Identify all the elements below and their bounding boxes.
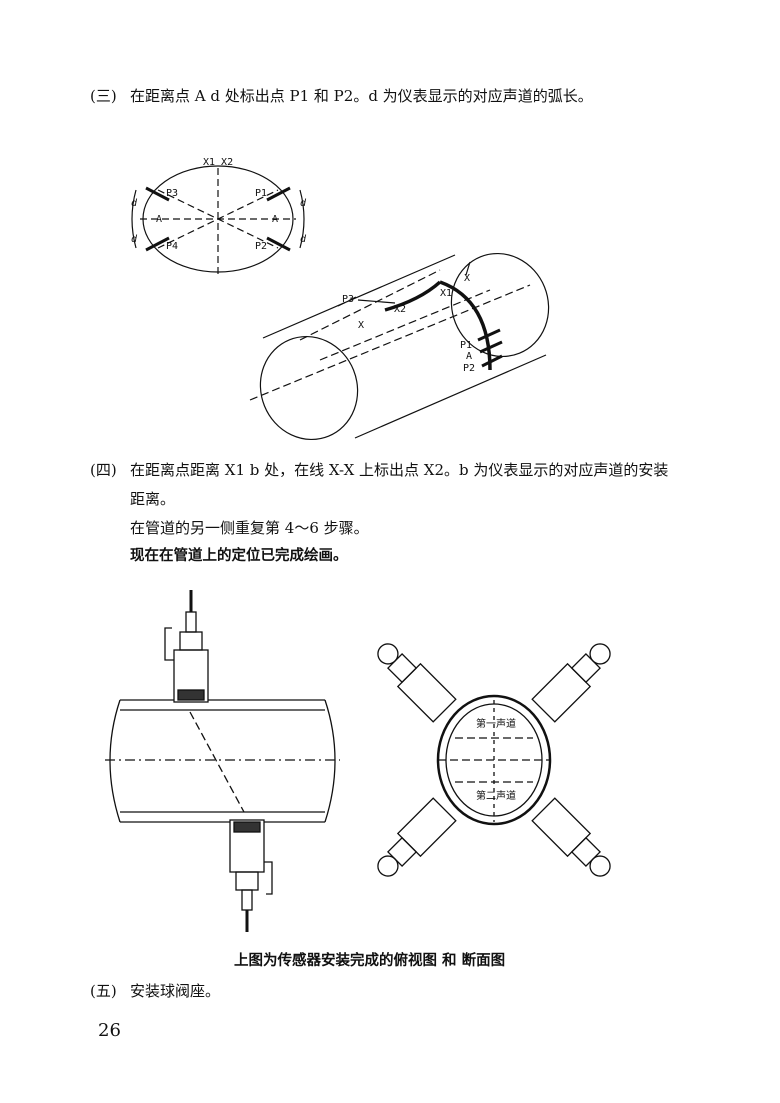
figure-caption: 上图为传感器安装完成的俯视图 和 断面图 (234, 953, 506, 969)
label-channel-1: 第一声道 (476, 717, 516, 730)
ellipse-diagram (131, 165, 305, 275)
label-x: X (464, 273, 470, 284)
label-a: A (466, 351, 472, 362)
step-4-line-4: 现在在管道上的定位已完成绘画。 (130, 548, 348, 564)
label-d: d (131, 198, 138, 209)
label-x2: X2 (394, 304, 406, 315)
step-number: (五) (90, 982, 117, 1000)
label-d: d (300, 198, 307, 209)
page-number: 26 (98, 1020, 121, 1041)
label-x: X (358, 320, 364, 331)
pipe-top-view (105, 590, 340, 932)
ellipse-labels: X1 X2 P3 P1 P4 P2 A A d d d d (131, 157, 307, 252)
step-5: (五) 安装球阀座。 (90, 981, 220, 1001)
label-channel-2: 第二声道 (476, 789, 516, 802)
step-4-line-1: (四) 在距离点距离 X1 b 处，在线 X-X 上标出点 X2。b 为仪表显示的… (90, 460, 668, 480)
label-p1: P1 (255, 188, 267, 199)
cross-section-labels: 第一声道 第二声道 (476, 717, 516, 802)
cylinder-labels: P3 X2 X X X1 P1 A P2 (342, 273, 475, 374)
label-a-right: A (272, 214, 278, 225)
label-x1x2: X1 X2 (203, 157, 233, 168)
step-text: 在距离点距离 X1 b 处，在线 X-X 上标出点 X2。b 为仪表显示的对应声… (130, 461, 669, 479)
label-p3: P3 (342, 294, 354, 305)
step-3: (三) 在距离点 A d 处标出点 P1 和 P2。d 为仪表显示的对应声道的弧长… (90, 86, 593, 106)
label-d: d (131, 234, 138, 245)
step-number: (四) (90, 461, 117, 479)
label-a-left: A (156, 214, 162, 225)
pipe-cross-section (377, 643, 611, 877)
step-text: 在距离点 A d 处标出点 P1 和 P2。d 为仪表显示的对应声道的弧长。 (130, 87, 593, 105)
step-4-line-2: 距离。 (130, 490, 176, 508)
label-d: d (300, 234, 307, 245)
step-text: 安装球阀座。 (130, 982, 221, 1000)
label-p4: P4 (166, 241, 178, 252)
label-p1: P1 (460, 340, 472, 351)
label-p2: P2 (463, 363, 475, 374)
step-4-line-3: 在管道的另一侧重复第 4～6 步骤。 (130, 519, 369, 537)
label-p2: P2 (255, 241, 267, 252)
label-p3: P3 (166, 188, 178, 199)
label-x1: X1 (440, 288, 452, 299)
cylinder-diagram (249, 252, 550, 441)
step-number: (三) (90, 87, 117, 105)
